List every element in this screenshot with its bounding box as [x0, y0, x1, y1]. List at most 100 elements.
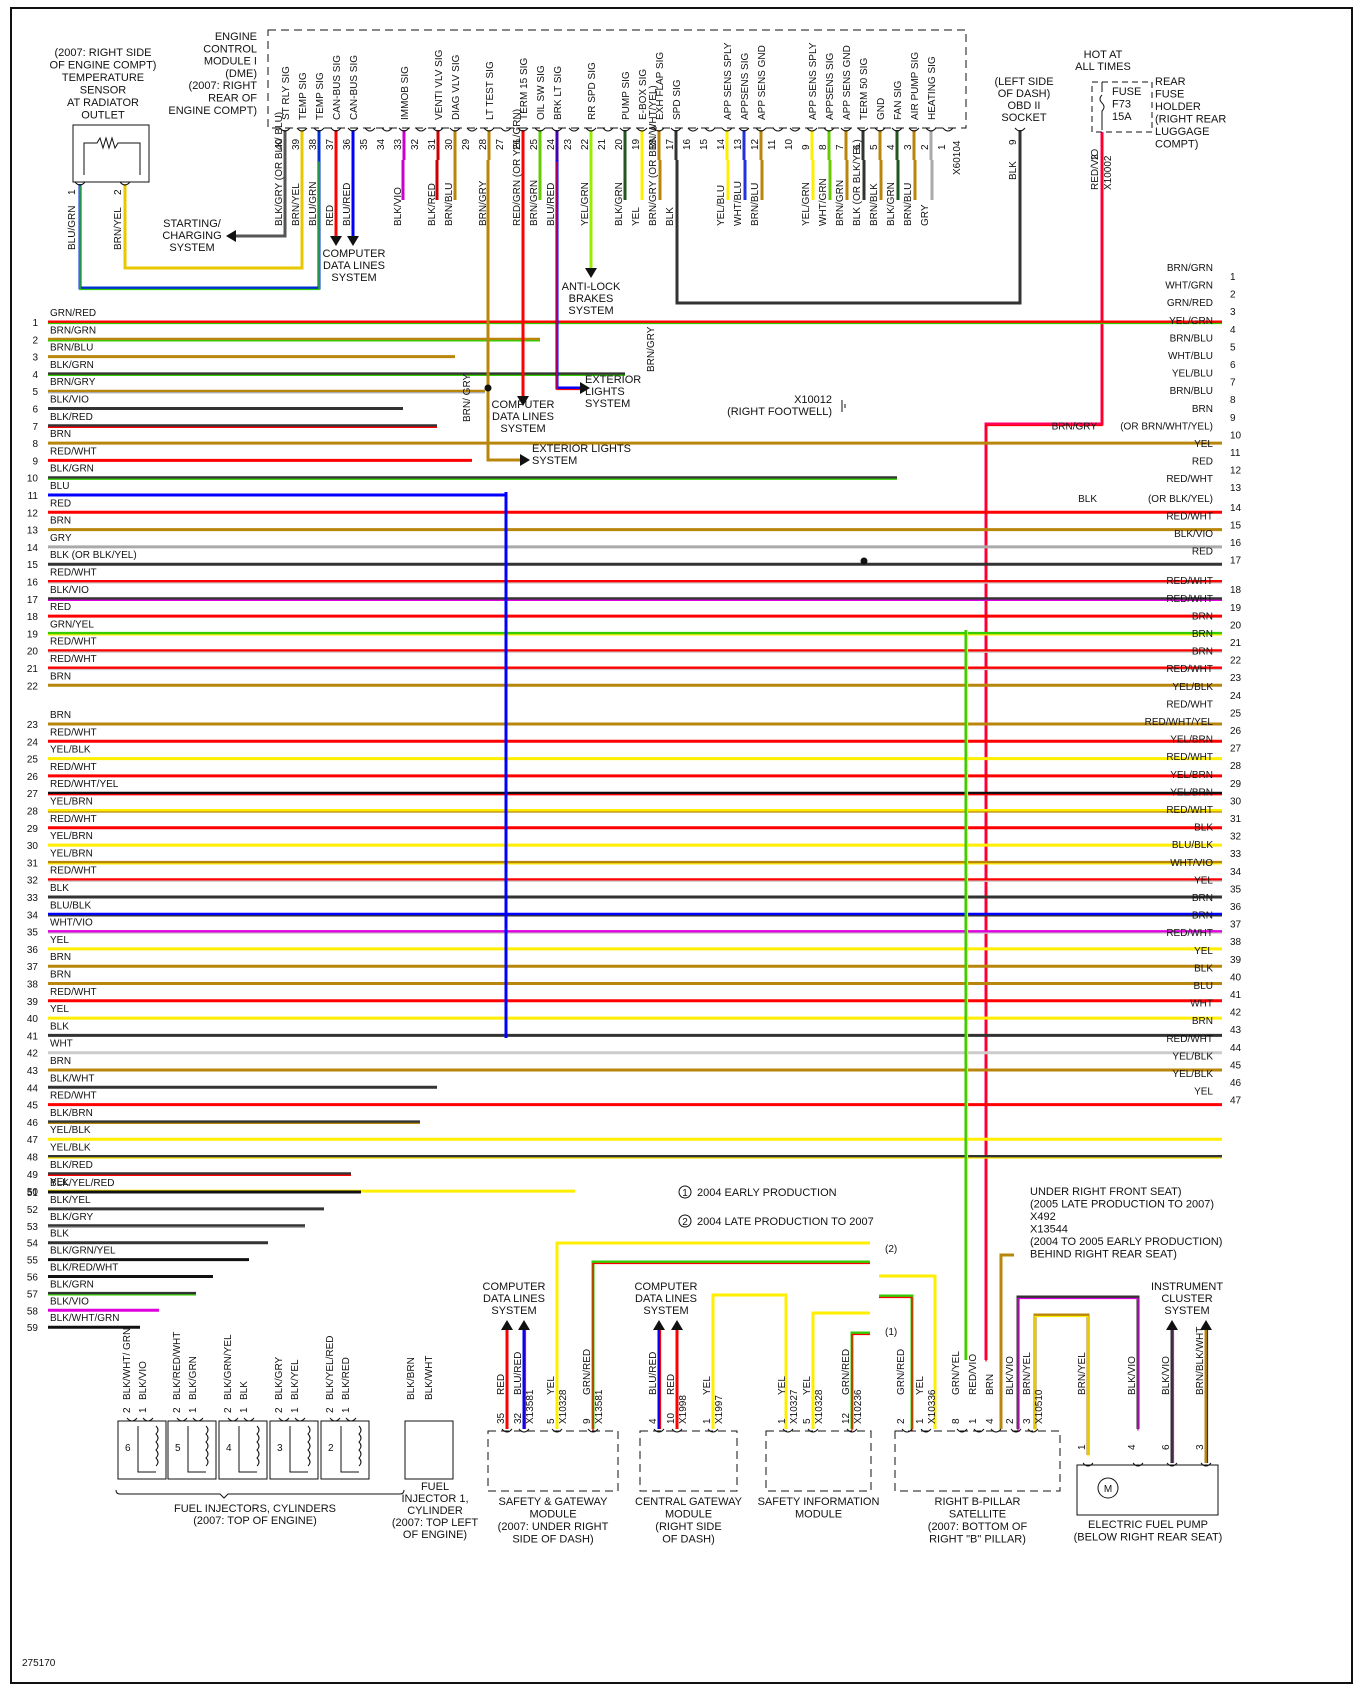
- injector-pin-number: 2: [172, 1407, 183, 1413]
- abs-system-label: ANTI-LOCK: [562, 281, 621, 293]
- right-harness-row-number: 24: [1230, 691, 1242, 702]
- left-harness-wire-label: BLK/WHT/GRN: [50, 1313, 119, 1324]
- injector-coil-icon: [238, 1425, 260, 1473]
- right-harness-wire-label: BLK: [1194, 823, 1213, 834]
- right-harness-row-number: 9: [1230, 413, 1236, 424]
- ecm-pin-wire-color: BLU/RED: [546, 183, 557, 226]
- ecm-pin-function: E-BOX SIG: [638, 69, 649, 120]
- bpillar-pin-cup-icon: [956, 1428, 968, 1433]
- bpillar-pin-number: 4: [985, 1418, 996, 1424]
- ecm-pin-number: 4: [886, 144, 897, 150]
- ecm-pin-cup-icon: [653, 127, 665, 132]
- wire-blu-grn-tracer: [79, 161, 320, 291]
- ecm-pin-cup-icon: [602, 127, 614, 132]
- fuel-injector-box: [218, 1420, 268, 1480]
- left-harness-row-number: 31: [27, 858, 39, 869]
- injector-1-wire: BLK/BRN: [406, 1357, 417, 1400]
- right-harness-wire-label: RED/WHT: [1166, 474, 1213, 485]
- left-harness-wire-label: BLK/RED: [50, 1160, 93, 1171]
- right-harness-wire-label: YEL/BLU: [1172, 369, 1213, 380]
- ecm-pin-number: 24: [546, 138, 557, 150]
- right-harness-row-number: 45: [1230, 1060, 1242, 1071]
- left-harness-wire-label: BRN: [50, 970, 71, 981]
- right-harness-wire-label: (OR BLK/YEL): [1148, 494, 1213, 505]
- sim-pin-cup-icon: [846, 1428, 858, 1433]
- fuel-pump-label: ELECTRIC FUEL PUMP: [1088, 1519, 1208, 1531]
- right-harness-row-number: 40: [1230, 972, 1242, 983]
- right-harness-wire-label: YEL/BLK: [1172, 1051, 1213, 1062]
- right-harness-row-number: 26: [1230, 726, 1242, 737]
- ecm-pin-wire-color: BRN/YEL: [291, 183, 302, 226]
- left-harness-row-number: 23: [27, 720, 39, 731]
- left-harness-row-number: 36: [27, 945, 39, 956]
- ecm-pin-cup-icon: [738, 127, 750, 132]
- sgm-pin-cup-icon: [501, 1428, 513, 1433]
- injector-pin-cup-icon: [294, 1417, 306, 1422]
- left-harness-wire-label: RED/WHT: [50, 446, 97, 457]
- injector-pin-cup-icon: [192, 1417, 204, 1422]
- fuse-wire: RED/VIO: [1090, 149, 1101, 190]
- cdl-system-label-3: COMPUTER: [483, 1281, 546, 1293]
- right-harness-wire-label: BRN/GRN: [1167, 263, 1213, 274]
- left-harness-row-number: 7: [32, 422, 38, 433]
- left-harness-row-number: 44: [27, 1083, 39, 1094]
- right-harness-row-number: 19: [1230, 603, 1242, 614]
- ecm-pin-wire-color: BRN/BLU: [750, 183, 761, 226]
- left-harness-row-number: 8: [32, 439, 38, 450]
- cdl-system-label: DATA LINES: [323, 260, 385, 272]
- injector-pin-cup-icon: [278, 1417, 290, 1422]
- pump-pin-wire: BLK/VIO: [1161, 1356, 1172, 1395]
- fuse-icon: [1099, 82, 1105, 130]
- obd-title: SOCKET: [1001, 112, 1047, 124]
- temp-pin-number: 2: [113, 189, 124, 195]
- ecm-pin-number: 9: [801, 144, 812, 150]
- ecm-pin-number: 28: [478, 138, 489, 150]
- ecm-pin-function: CAN-BUS SIG: [332, 55, 343, 120]
- note-marker-number: 2: [682, 1217, 688, 1228]
- right-harness-wire-label-alt: BLK: [1078, 494, 1097, 505]
- right-b-pillar-satellite-label: RIGHT B-PILLAR: [935, 1496, 1021, 1508]
- sgm-pin-cup-icon: [587, 1428, 599, 1433]
- option-2-marker: (2): [885, 1244, 897, 1255]
- injector-wire: BLK/RED: [341, 1357, 352, 1400]
- note-marker-icon: [678, 1185, 692, 1199]
- cdl-system-label-4: DATA LINES: [635, 1293, 697, 1305]
- left-harness-row-number: 35: [27, 928, 39, 939]
- cdl-arrow-icon: [653, 1320, 665, 1330]
- ecm-pin-number: 34: [376, 138, 387, 150]
- bpillar-pin-number: 8: [951, 1418, 962, 1424]
- bpillar-connector-id: X10336: [927, 1389, 938, 1424]
- instrument-arrow-icon: [1200, 1320, 1212, 1330]
- left-harness-wire-label: BRN/BLU: [50, 343, 93, 354]
- right-harness-row-number: 17: [1230, 556, 1242, 567]
- ecm-pin-cup-icon: [823, 127, 835, 132]
- ecm-pin-cup-icon: [619, 127, 631, 132]
- ecm-pin-cup-icon: [483, 127, 495, 132]
- right-harness-wire-label: YEL/BLK: [1172, 682, 1213, 693]
- fuel-pump-label: (BELOW RIGHT REAR SEAT): [1074, 1532, 1223, 1544]
- ecm-pin-function: RR SPD SIG: [587, 62, 598, 120]
- sgm-pin-wire: YEL: [546, 1376, 557, 1395]
- ecm-pin-number: 22: [580, 138, 591, 150]
- bpillar-pin-wire: GRN/RED: [896, 1349, 907, 1395]
- ecm-pin-wire-color: WHT/GRN: [818, 178, 829, 226]
- wire-brk-lt-tracer: [556, 161, 580, 391]
- ecm-pin-cup-icon: [789, 127, 801, 132]
- safety-information-module-label: MODULE: [795, 1509, 842, 1521]
- right-harness-wire-label: YEL: [1194, 875, 1213, 886]
- left-harness-wire-label: BLK/VIO: [50, 395, 89, 406]
- ground-x492-label: BEHIND RIGHT REAR SEAT): [1030, 1249, 1177, 1261]
- right-harness-wire-label: BLU: [1194, 981, 1213, 992]
- injector-1-label: OF ENGINE): [403, 1529, 467, 1541]
- ecm-pin-number: 7: [835, 144, 846, 150]
- right-harness-wire-label: BRN: [1192, 911, 1213, 922]
- cdl-system-label: SYSTEM: [331, 272, 376, 284]
- fuel-injector-box: [269, 1420, 319, 1480]
- obd-title: OBD II: [1007, 100, 1040, 112]
- cgm-connector-id: X1997: [714, 1395, 725, 1424]
- wire-yel-bp: [879, 1274, 937, 1429]
- wire-layer: [48, 130, 1222, 1463]
- left-harness-row-number: 19: [27, 629, 39, 640]
- injector-wire: BLK/WHT/ GRN: [122, 1328, 133, 1400]
